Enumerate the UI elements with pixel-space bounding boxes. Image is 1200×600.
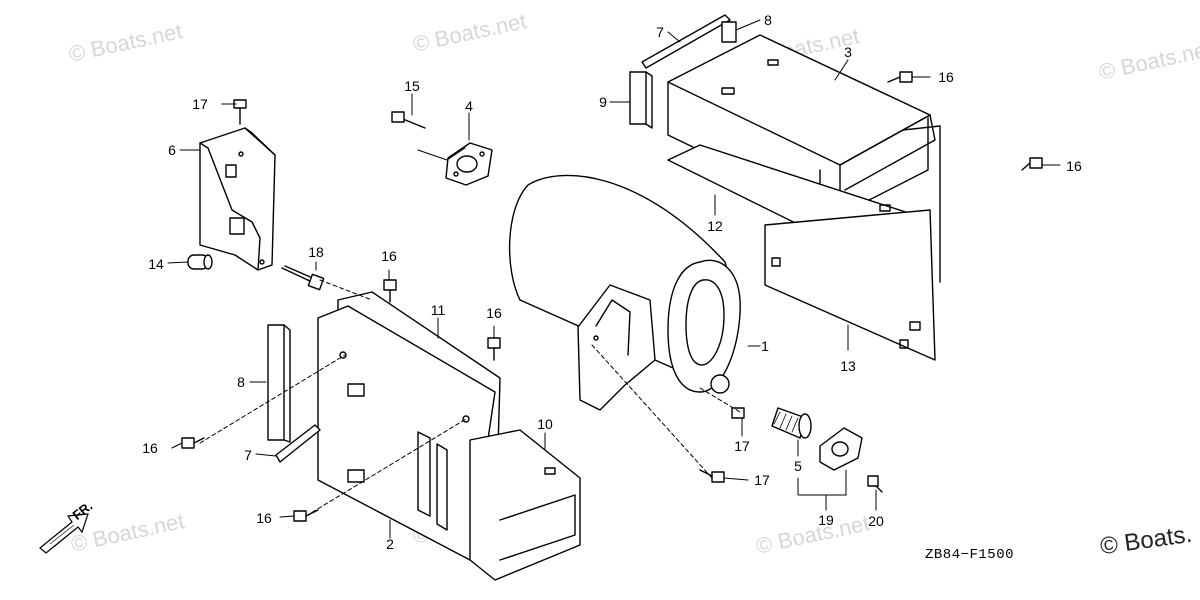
part-bolt-17-low [699, 469, 725, 483]
part-spacer-14 [187, 254, 213, 270]
part-screw-16-d [487, 337, 501, 361]
callout-18[interactable]: 18 [308, 244, 324, 260]
front-direction-arrow [39, 513, 89, 554]
callout-16-a[interactable]: 16 [142, 440, 158, 456]
callout-1[interactable]: 1 [761, 338, 769, 354]
callout-3[interactable]: 3 [844, 44, 852, 60]
part-gasket-19 [819, 427, 863, 471]
callout-11[interactable]: 11 [430, 302, 446, 318]
callout-6[interactable]: 6 [168, 142, 176, 158]
part-seal-9 [629, 71, 653, 129]
part-arrester-5 [771, 407, 812, 439]
callout-7-left[interactable]: 7 [244, 447, 252, 463]
callout-20[interactable]: 20 [868, 513, 884, 529]
callout-15[interactable]: 15 [404, 78, 420, 94]
part-screw-16-c [383, 279, 397, 303]
part-base-10 [469, 429, 581, 581]
callout-19[interactable]: 19 [818, 512, 834, 528]
callout-10[interactable]: 10 [537, 416, 553, 432]
callout-16-right-a[interactable]: 16 [938, 69, 954, 85]
callout-12[interactable]: 12 [707, 218, 723, 234]
part-plate-13 [764, 209, 936, 361]
callout-17-low[interactable]: 17 [754, 472, 770, 488]
callout-4[interactable]: 4 [465, 98, 473, 114]
callout-5[interactable]: 5 [794, 458, 802, 474]
part-screw-20 [867, 475, 883, 493]
leader-lines [167, 19, 1061, 539]
part-seal-7-top [641, 14, 731, 69]
part-gasket-4 [445, 142, 493, 186]
callout-17-mid[interactable]: 17 [734, 438, 750, 454]
callout-13[interactable]: 13 [840, 358, 856, 374]
callout-16-d[interactable]: 16 [486, 305, 502, 321]
callout-8-left[interactable]: 8 [237, 374, 245, 390]
part-seal-8-top [721, 21, 737, 43]
part-seal-8-left [267, 324, 291, 443]
callout-2[interactable]: 2 [386, 536, 394, 552]
part-bolt-15 [391, 111, 426, 129]
callout-7-top[interactable]: 7 [656, 24, 664, 40]
callout-17-top[interactable]: 17 [192, 96, 208, 112]
part-screw-16-right-a [887, 71, 913, 83]
part-bolt-18 [281, 265, 325, 291]
part-screw-16-right-b [1021, 157, 1043, 171]
part-bracket-6 [199, 127, 276, 271]
callout-16-right-b[interactable]: 16 [1066, 158, 1082, 174]
callout-14[interactable]: 14 [148, 256, 164, 272]
diagram-code: ZB84−F1500 [925, 547, 1015, 563]
callout-9[interactable]: 9 [599, 94, 607, 110]
callout-8-top[interactable]: 8 [764, 12, 772, 28]
callout-16-b[interactable]: 16 [256, 510, 272, 526]
part-frame-2 [317, 305, 496, 561]
callout-16-c[interactable]: 16 [381, 248, 397, 264]
part-bolt-17-mid [731, 407, 745, 419]
part-muffler-1 [508, 174, 741, 411]
part-seal-7-left [275, 424, 321, 463]
